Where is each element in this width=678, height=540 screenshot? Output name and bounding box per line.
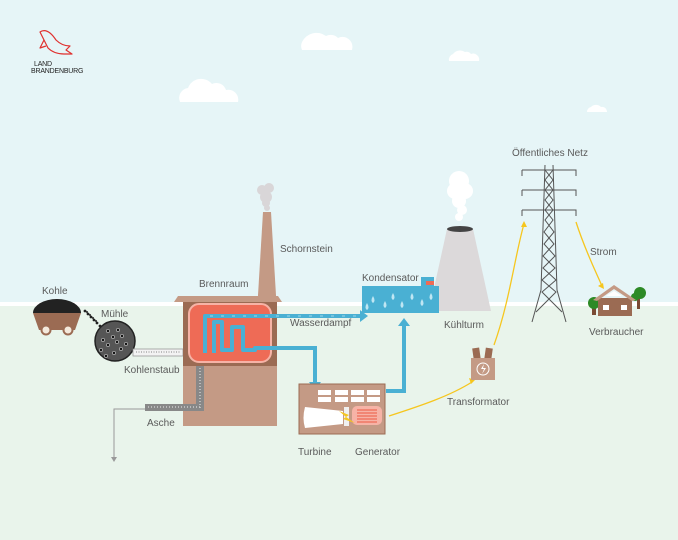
label-kuehlturm: Kühlturm (444, 320, 485, 331)
label-asche: Asche (147, 418, 175, 429)
mill (94, 320, 136, 362)
cart-wheel (62, 324, 74, 336)
chimney (257, 183, 277, 312)
turbine-rotor (303, 407, 343, 428)
label-brennraum: Brennraum (199, 279, 249, 290)
label-wasserdampf: Wasserdampf (290, 318, 352, 329)
arrow-head (521, 221, 527, 227)
lightning-icon (481, 364, 486, 374)
furnace-building (145, 296, 317, 426)
consumer-house (588, 285, 646, 316)
ash-output-arrow (111, 408, 145, 462)
return-pipe (386, 318, 410, 393)
cloud (448, 50, 480, 61)
cart-body (33, 313, 81, 330)
logo-line2: BRANDENBURG (31, 68, 84, 75)
power-pylon (521, 164, 577, 323)
cart-wheel (40, 324, 52, 336)
cooling-tower (429, 171, 491, 311)
label-kohle: Kohle (42, 286, 68, 297)
water-drops (365, 293, 433, 310)
eagle-icon (39, 30, 73, 55)
lightning-icon (339, 411, 355, 423)
label-schornstein: Schornstein (280, 244, 333, 255)
label-muehle: Mühle (101, 309, 129, 320)
cloud (301, 32, 353, 50)
cooling-tower-steam (447, 171, 473, 221)
clouds (179, 32, 608, 112)
condenser (362, 277, 439, 313)
label-turbine: Turbine (298, 447, 332, 458)
arrow-head (598, 283, 604, 289)
label-transformator: Transformator (447, 397, 510, 408)
horizon-line (0, 302, 678, 306)
logo-line1: LAND (34, 61, 52, 68)
label-generator: Generator (355, 447, 401, 458)
chimney-smoke (257, 183, 274, 211)
cloud (179, 78, 239, 102)
coal-dust-conveyor (132, 348, 184, 357)
cloud (586, 104, 608, 112)
label-kondensator: Kondensator (362, 273, 419, 284)
power-lines (388, 221, 603, 417)
coal-cart (33, 299, 81, 336)
label-verbraucher: Verbraucher (589, 327, 644, 338)
label-kohlenstaub: Kohlenstaub (124, 365, 180, 376)
transformer (471, 347, 495, 380)
label-netz: Öffentliches Netz (512, 148, 588, 159)
turbine-house (298, 383, 386, 435)
coal-pile (33, 299, 81, 313)
label-strom: Strom (590, 247, 617, 258)
